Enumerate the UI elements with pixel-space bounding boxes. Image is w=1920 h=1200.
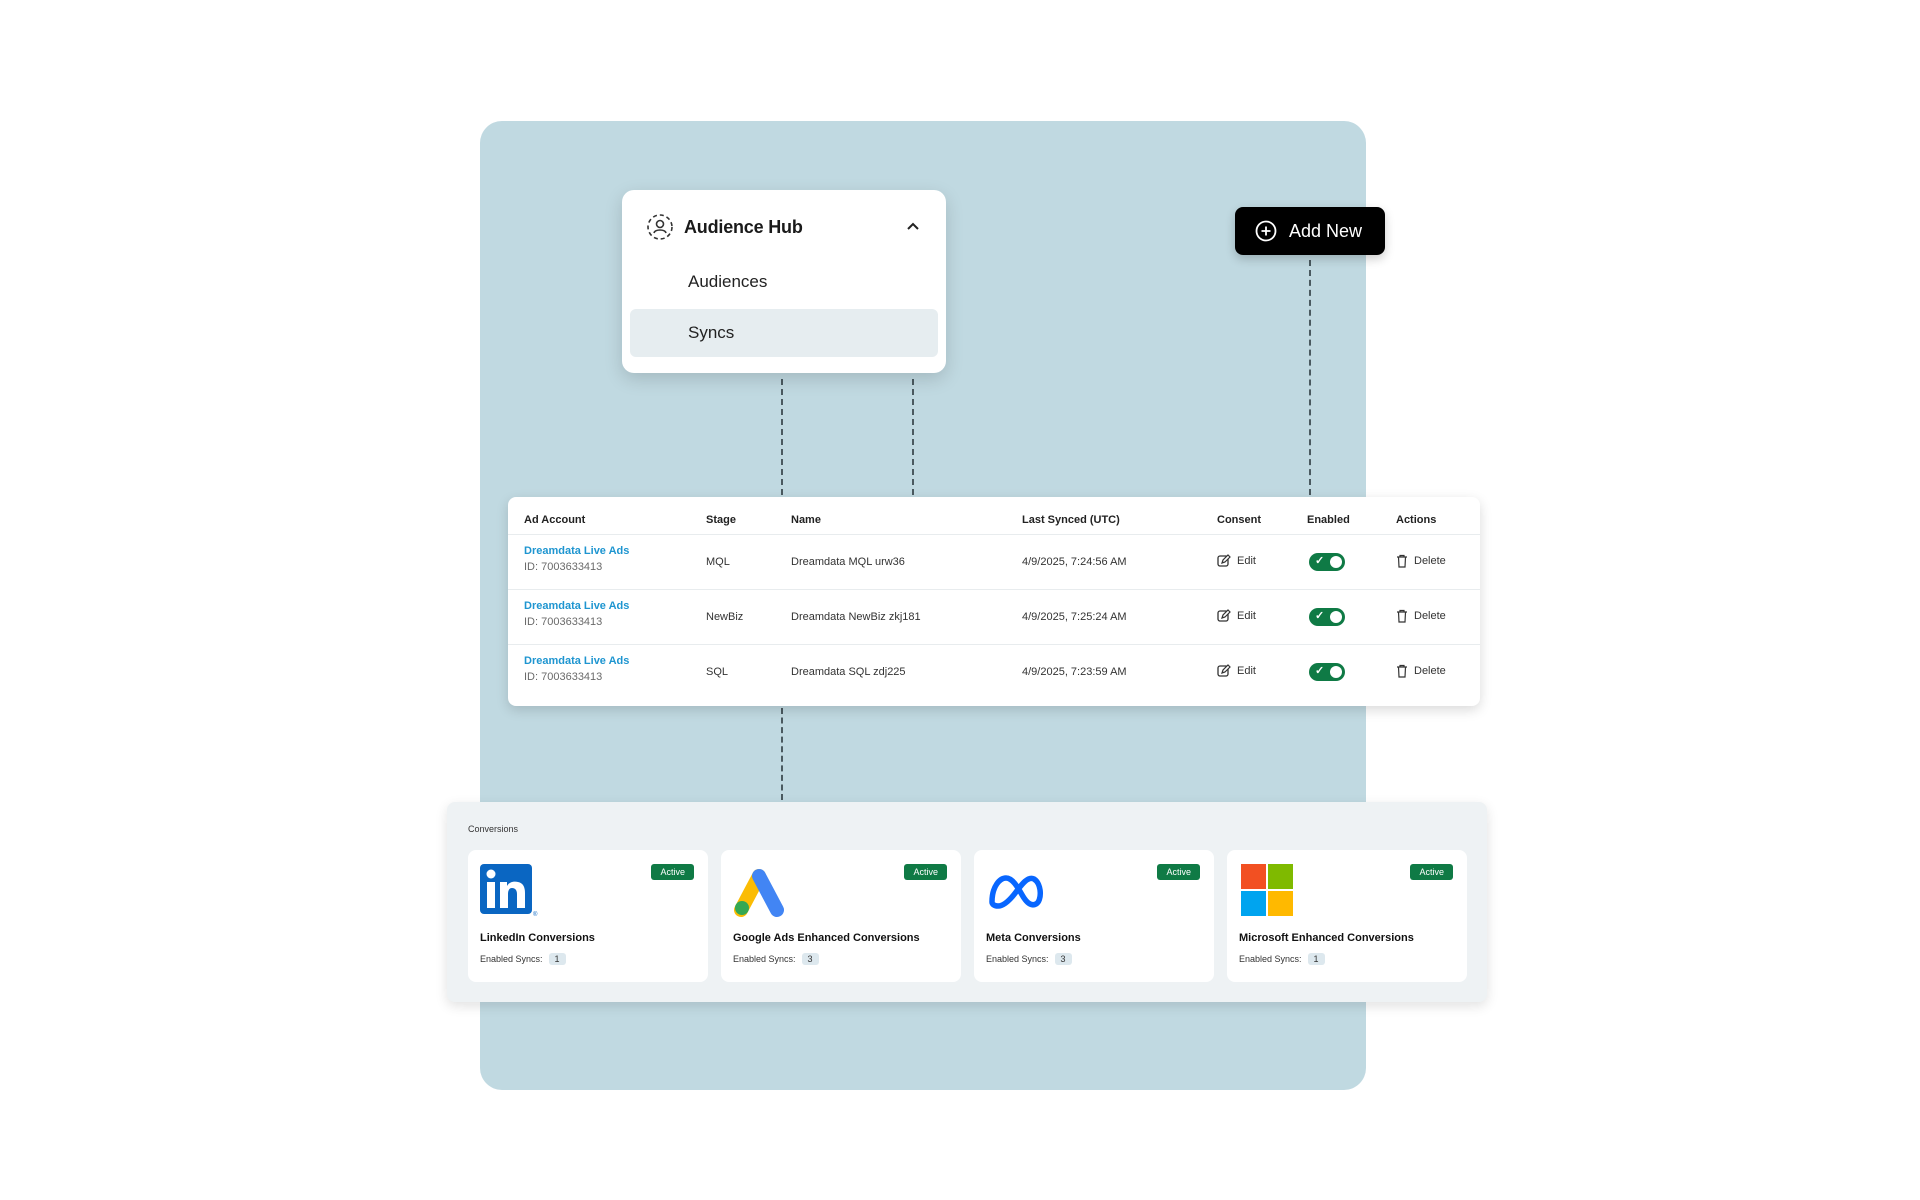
sync-count: 3 [801, 953, 819, 965]
status-badge: Active [1410, 864, 1453, 880]
chevron-up-icon[interactable] [904, 218, 922, 236]
audience-hub-menu: Audience Hub Audiences Syncs [622, 190, 946, 373]
edit-consent-button[interactable]: Edit [1217, 609, 1256, 623]
connector-line [1309, 260, 1311, 495]
edit-icon [1217, 664, 1231, 677]
conversion-name: LinkedIn Conversions [480, 932, 595, 944]
name-cell: Dreamdata MQL urw36 [791, 556, 905, 568]
conversions-panel: Conversions ® Active LinkedIn Conversion… [447, 802, 1487, 1002]
account-id: ID: 7003633413 [524, 616, 603, 628]
sync-count: 1 [1307, 953, 1325, 965]
account-link[interactable]: Dreamdata Live Ads [524, 655, 630, 667]
header-ad-account: Ad Account [524, 514, 586, 526]
table-row: Dreamdata Live Ads ID: 7003633413 MQL Dr… [508, 534, 1480, 589]
header-enabled: Enabled [1307, 514, 1350, 526]
connector-line [781, 379, 783, 495]
last-synced-cell: 4/9/2025, 7:23:59 AM [1022, 666, 1127, 678]
account-id: ID: 7003633413 [524, 671, 603, 683]
connector-line [781, 708, 783, 800]
conversion-card-microsoft[interactable]: Active Microsoft Enhanced Conversions En… [1227, 850, 1467, 982]
audience-hub-header[interactable]: Audience Hub [646, 212, 922, 242]
delete-label: Delete [1414, 555, 1446, 567]
edit-consent-button[interactable]: Edit [1217, 554, 1256, 568]
trash-icon [1397, 664, 1407, 678]
header-last-synced: Last Synced (UTC) [1022, 514, 1120, 526]
stage-cell: NewBiz [706, 611, 744, 623]
table-row: Dreamdata Live Ads ID: 7003633413 NewBiz… [508, 589, 1480, 644]
conversion-card-linkedin[interactable]: ® Active LinkedIn Conversions Enabled Sy… [468, 850, 708, 982]
name-cell: Dreamdata SQL zdj225 [791, 666, 906, 678]
edit-label: Edit [1237, 555, 1256, 567]
status-badge: Active [904, 864, 947, 880]
conversion-card-google-ads[interactable]: Active Google Ads Enhanced Conversions E… [721, 850, 961, 982]
sync-count: 3 [1054, 953, 1072, 965]
conversion-name: Google Ads Enhanced Conversions [733, 932, 920, 944]
status-badge: Active [651, 864, 694, 880]
check-icon: ✓ [1315, 555, 1325, 567]
meta-logo [989, 875, 1043, 909]
svg-text:®: ® [533, 911, 538, 918]
edit-label: Edit [1237, 610, 1256, 622]
stage-cell: MQL [706, 556, 730, 568]
conversion-name: Microsoft Enhanced Conversions [1239, 932, 1414, 944]
table-row: Dreamdata Live Ads ID: 7003633413 SQL Dr… [508, 644, 1480, 699]
header-consent: Consent [1217, 514, 1261, 526]
conversion-card-meta[interactable]: Active Meta Conversions Enabled Syncs: 3 [974, 850, 1214, 982]
header-actions: Actions [1396, 514, 1437, 526]
trash-icon [1397, 609, 1407, 623]
last-synced-cell: 4/9/2025, 7:25:24 AM [1022, 611, 1127, 623]
account-link[interactable]: Dreamdata Live Ads [524, 545, 630, 557]
check-icon: ✓ [1315, 610, 1325, 622]
last-synced-cell: 4/9/2025, 7:24:56 AM [1022, 556, 1127, 568]
sync-count: 1 [548, 953, 566, 965]
name-cell: Dreamdata NewBiz zkj181 [791, 611, 921, 623]
enabled-syncs-label: Enabled Syncs: [480, 954, 543, 964]
enabled-syncs: Enabled Syncs: 1 [1239, 953, 1325, 965]
add-new-label: Add New [1289, 220, 1363, 241]
conversion-name: Meta Conversions [986, 932, 1081, 944]
syncs-table: Ad Account Stage Name Last Synced (UTC) … [508, 497, 1480, 706]
plus-circle-icon [1255, 220, 1277, 242]
connector-line [912, 379, 914, 495]
delete-label: Delete [1414, 610, 1446, 622]
microsoft-logo [1241, 864, 1293, 916]
account-link[interactable]: Dreamdata Live Ads [524, 600, 630, 612]
trash-icon [1397, 554, 1407, 568]
enabled-syncs: Enabled Syncs: 3 [733, 953, 819, 965]
header-stage: Stage [706, 514, 736, 526]
audience-hub-title: Audience Hub [684, 216, 803, 237]
delete-button[interactable]: Delete [1396, 664, 1446, 678]
enabled-syncs: Enabled Syncs: 1 [480, 953, 566, 965]
enabled-toggle[interactable]: ✓ [1309, 553, 1345, 571]
add-new-button[interactable]: Add New [1235, 207, 1385, 255]
header-name: Name [791, 514, 821, 526]
conversions-title: Conversions [468, 824, 519, 834]
enabled-syncs-label: Enabled Syncs: [986, 954, 1049, 964]
edit-icon [1217, 554, 1231, 567]
enabled-toggle[interactable]: ✓ [1309, 608, 1345, 626]
enabled-syncs-label: Enabled Syncs: [1239, 954, 1302, 964]
delete-button[interactable]: Delete [1396, 554, 1446, 568]
status-badge: Active [1157, 864, 1200, 880]
account-id: ID: 7003633413 [524, 561, 603, 573]
linkedin-logo: ® [480, 864, 538, 918]
enabled-syncs-label: Enabled Syncs: [733, 954, 796, 964]
menu-item-syncs[interactable]: Syncs [630, 309, 938, 357]
edit-icon [1217, 609, 1231, 622]
menu-item-audiences[interactable]: Audiences [688, 272, 768, 291]
delete-label: Delete [1414, 665, 1446, 677]
delete-button[interactable]: Delete [1396, 609, 1446, 623]
check-icon: ✓ [1315, 665, 1325, 677]
enabled-syncs: Enabled Syncs: 3 [986, 953, 1072, 965]
enabled-toggle[interactable]: ✓ [1309, 663, 1345, 681]
stage-cell: SQL [706, 666, 729, 678]
edit-label: Edit [1237, 665, 1256, 677]
google-ads-logo [734, 869, 784, 917]
audience-icon [647, 214, 673, 240]
edit-consent-button[interactable]: Edit [1217, 664, 1256, 678]
